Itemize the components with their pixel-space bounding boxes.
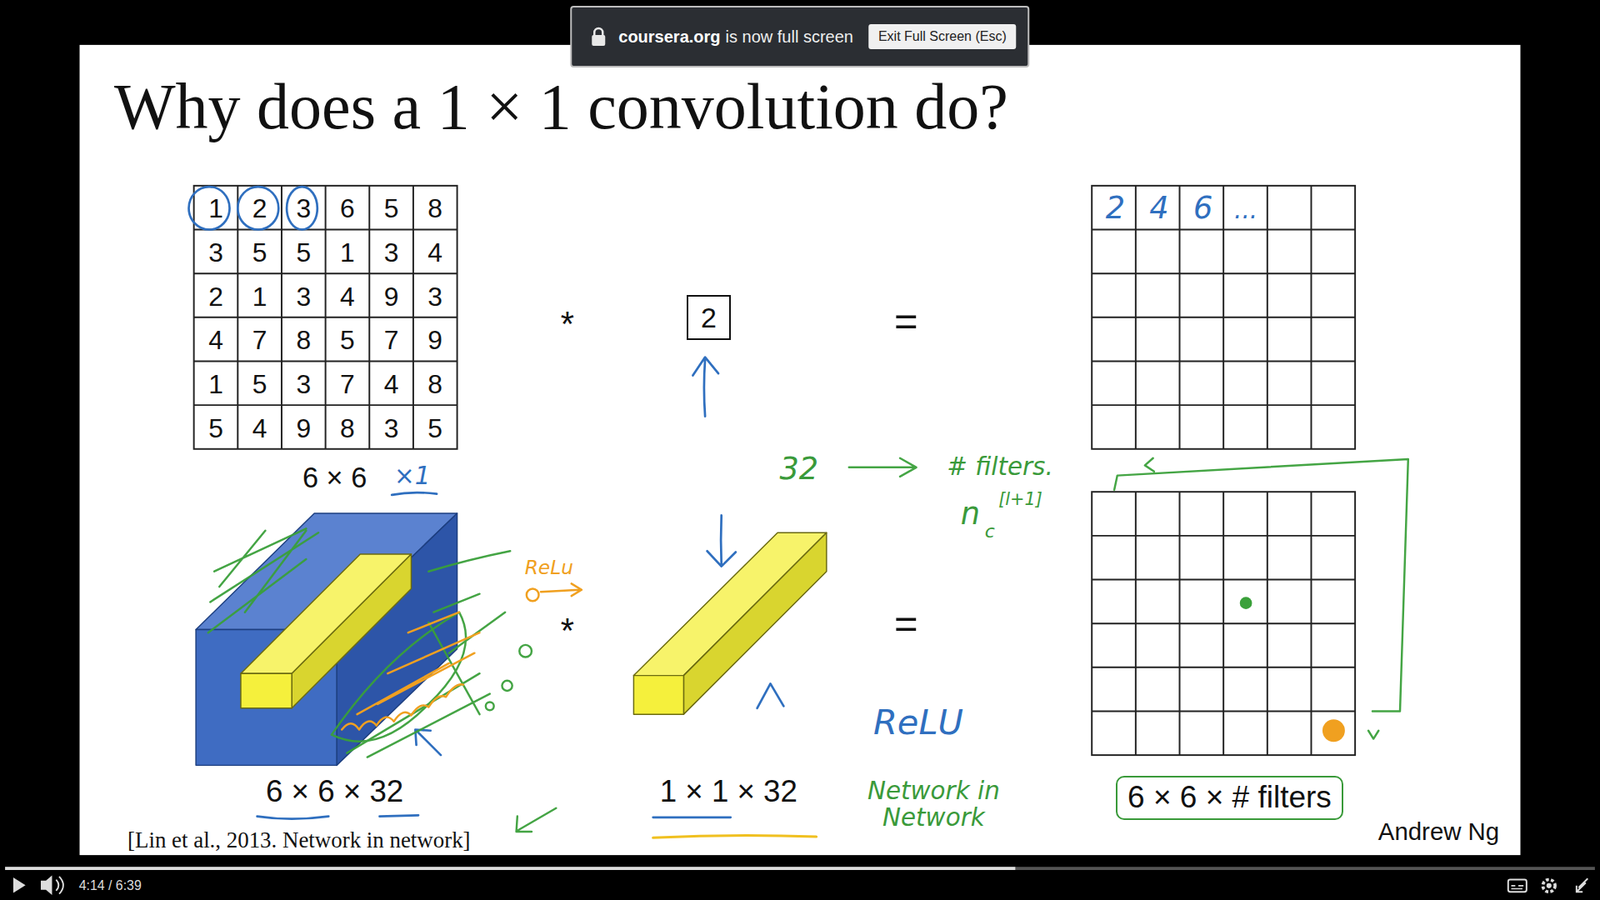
slide-title: Why does a 1 × 1 convolution do? xyxy=(114,74,1009,140)
matrix-value: 4 xyxy=(340,281,355,311)
output-value: ... xyxy=(1234,196,1258,224)
handwritten-note: ×1 xyxy=(394,461,430,489)
handwritten-note: # filters. xyxy=(946,452,1053,480)
dimension-label: 6 × 6 × 32 xyxy=(265,775,404,809)
operator-symbol: = xyxy=(894,299,919,345)
handwritten-note: [l+1] xyxy=(998,489,1043,509)
dimension-label: 6 × 6 × # filters xyxy=(1127,780,1332,815)
matrix-value: 5 xyxy=(295,238,311,268)
matrix-value: 7 xyxy=(384,325,400,355)
dimension-label: 1 × 1 × 32 xyxy=(660,775,798,809)
matrix-value: 5 xyxy=(252,238,268,268)
filter-value: 2 xyxy=(700,303,717,332)
matrix-value: 3 xyxy=(208,238,224,268)
matrix-value: 6 xyxy=(340,194,355,224)
matrix-value: 8 xyxy=(427,370,443,400)
matrix-value: 2 xyxy=(208,281,224,311)
matrix-value: 3 xyxy=(295,370,311,400)
matrix-value: 3 xyxy=(295,281,311,311)
lock-icon xyxy=(590,26,607,47)
matrix-value: 8 xyxy=(427,194,443,224)
output-value: 2 xyxy=(1105,191,1125,225)
matrix-value: 5 xyxy=(208,413,224,443)
handwritten-note: ReLu xyxy=(525,556,574,579)
operator-symbol: = xyxy=(894,601,919,647)
button-text: Exit Full Screen (Esc) xyxy=(878,29,1007,44)
matrix-value: 5 xyxy=(384,194,400,224)
exit-button: Exit Full Screen (Esc) xyxy=(868,24,1017,50)
matrix-value: 3 xyxy=(384,413,400,443)
matrix-value: 9 xyxy=(295,413,311,443)
handwritten-note: 32 xyxy=(779,452,819,486)
output-value: 4 xyxy=(1149,191,1169,225)
matrix-value: 5 xyxy=(427,413,443,443)
matrix-value: 3 xyxy=(384,238,400,268)
matrix-value: 8 xyxy=(340,413,355,443)
author-name: Andrew Ng xyxy=(1378,818,1500,845)
matrix-value: 4 xyxy=(427,238,443,268)
dimension-label: 6 × 6 xyxy=(302,462,367,495)
video-time: 4:14 / 6:39 xyxy=(79,878,142,893)
notification-text: is now full screen xyxy=(725,27,854,47)
matrix-value: 1 xyxy=(208,370,224,400)
handwritten-note: Network in Network xyxy=(846,777,1020,832)
filter-box: 2 xyxy=(686,295,731,340)
matrix-value: 4 xyxy=(384,370,400,400)
matrix-value: 3 xyxy=(295,194,311,224)
site-name: coursera.org xyxy=(618,27,720,47)
matrix-value: 7 xyxy=(340,370,355,400)
matrix-value: 5 xyxy=(340,325,355,355)
matrix-value: 7 xyxy=(252,325,268,355)
operator-symbol: * xyxy=(560,305,575,345)
citation: [Lin et al., 2013. Network in network] xyxy=(127,828,470,854)
matrix-value: 9 xyxy=(384,281,400,311)
notification-bar: coursera.orgis now full screen Exit Full … xyxy=(570,5,1030,68)
matrix-value: 2 xyxy=(252,194,268,224)
output-value: 6 xyxy=(1193,191,1213,225)
handwritten-note: n xyxy=(960,497,980,531)
matrix-value: 1 xyxy=(208,194,224,224)
handwritten-note: ReLU xyxy=(873,703,964,742)
matrix-value: 5 xyxy=(252,370,268,400)
matrix-value: 1 xyxy=(340,238,355,268)
handwritten-note: c xyxy=(985,521,995,542)
matrix-value: 4 xyxy=(252,413,268,443)
matrix-value: 4 xyxy=(208,325,224,355)
operator-symbol: * xyxy=(560,611,575,650)
matrix-value: 1 xyxy=(252,281,268,311)
matrix-value: 9 xyxy=(427,325,443,355)
matrix-value: 8 xyxy=(295,325,311,355)
matrix-value: 3 xyxy=(427,281,443,311)
output-shape-box: 6 × 6 × # filters xyxy=(1115,775,1344,820)
